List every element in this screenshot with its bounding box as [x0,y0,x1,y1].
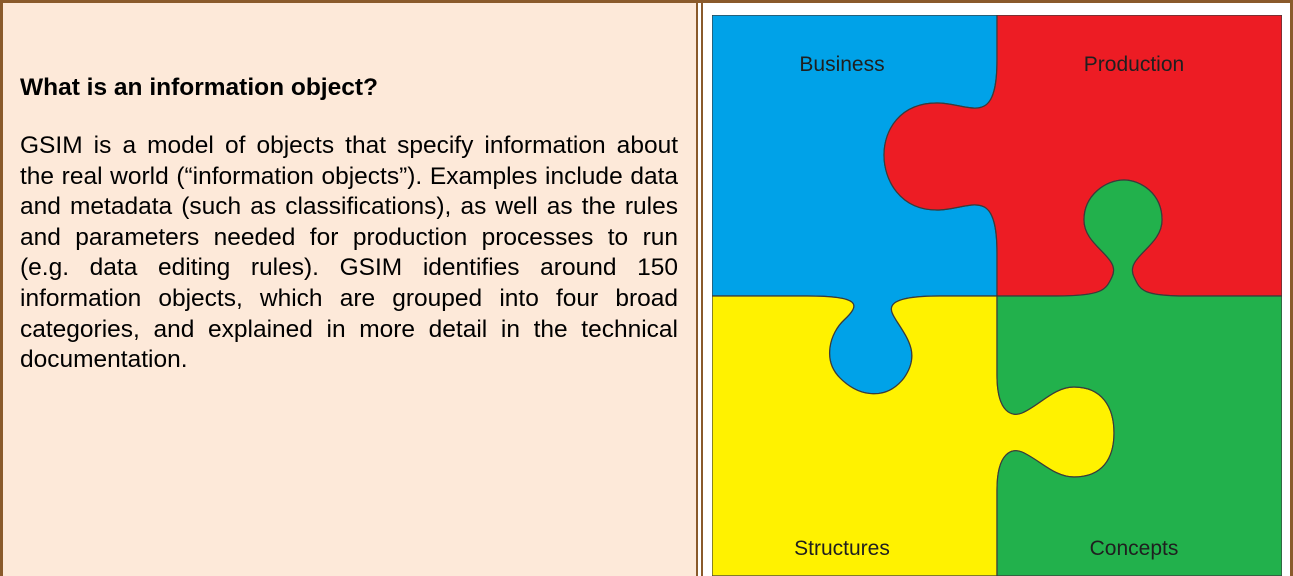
puzzle-label-structures: Structures [794,537,890,560]
puzzle-label-concepts: Concepts [1090,537,1179,560]
body-paragraph: GSIM is a model of objects that specify … [20,132,678,374]
column-divider-left [696,3,698,576]
puzzle-label-business: Business [799,53,884,76]
puzzle-graphic: Business Production Structures Concepts [712,15,1282,576]
text-box: What is an information object? GSIM is a… [3,3,696,576]
puzzle-label-production: Production [1084,53,1184,76]
puzzle-piece-concepts [996,179,1282,576]
puzzle-figure: Business Production Structures Concepts [712,15,1282,576]
section-heading: What is an information object? [20,74,378,101]
column-divider-right [701,3,703,576]
